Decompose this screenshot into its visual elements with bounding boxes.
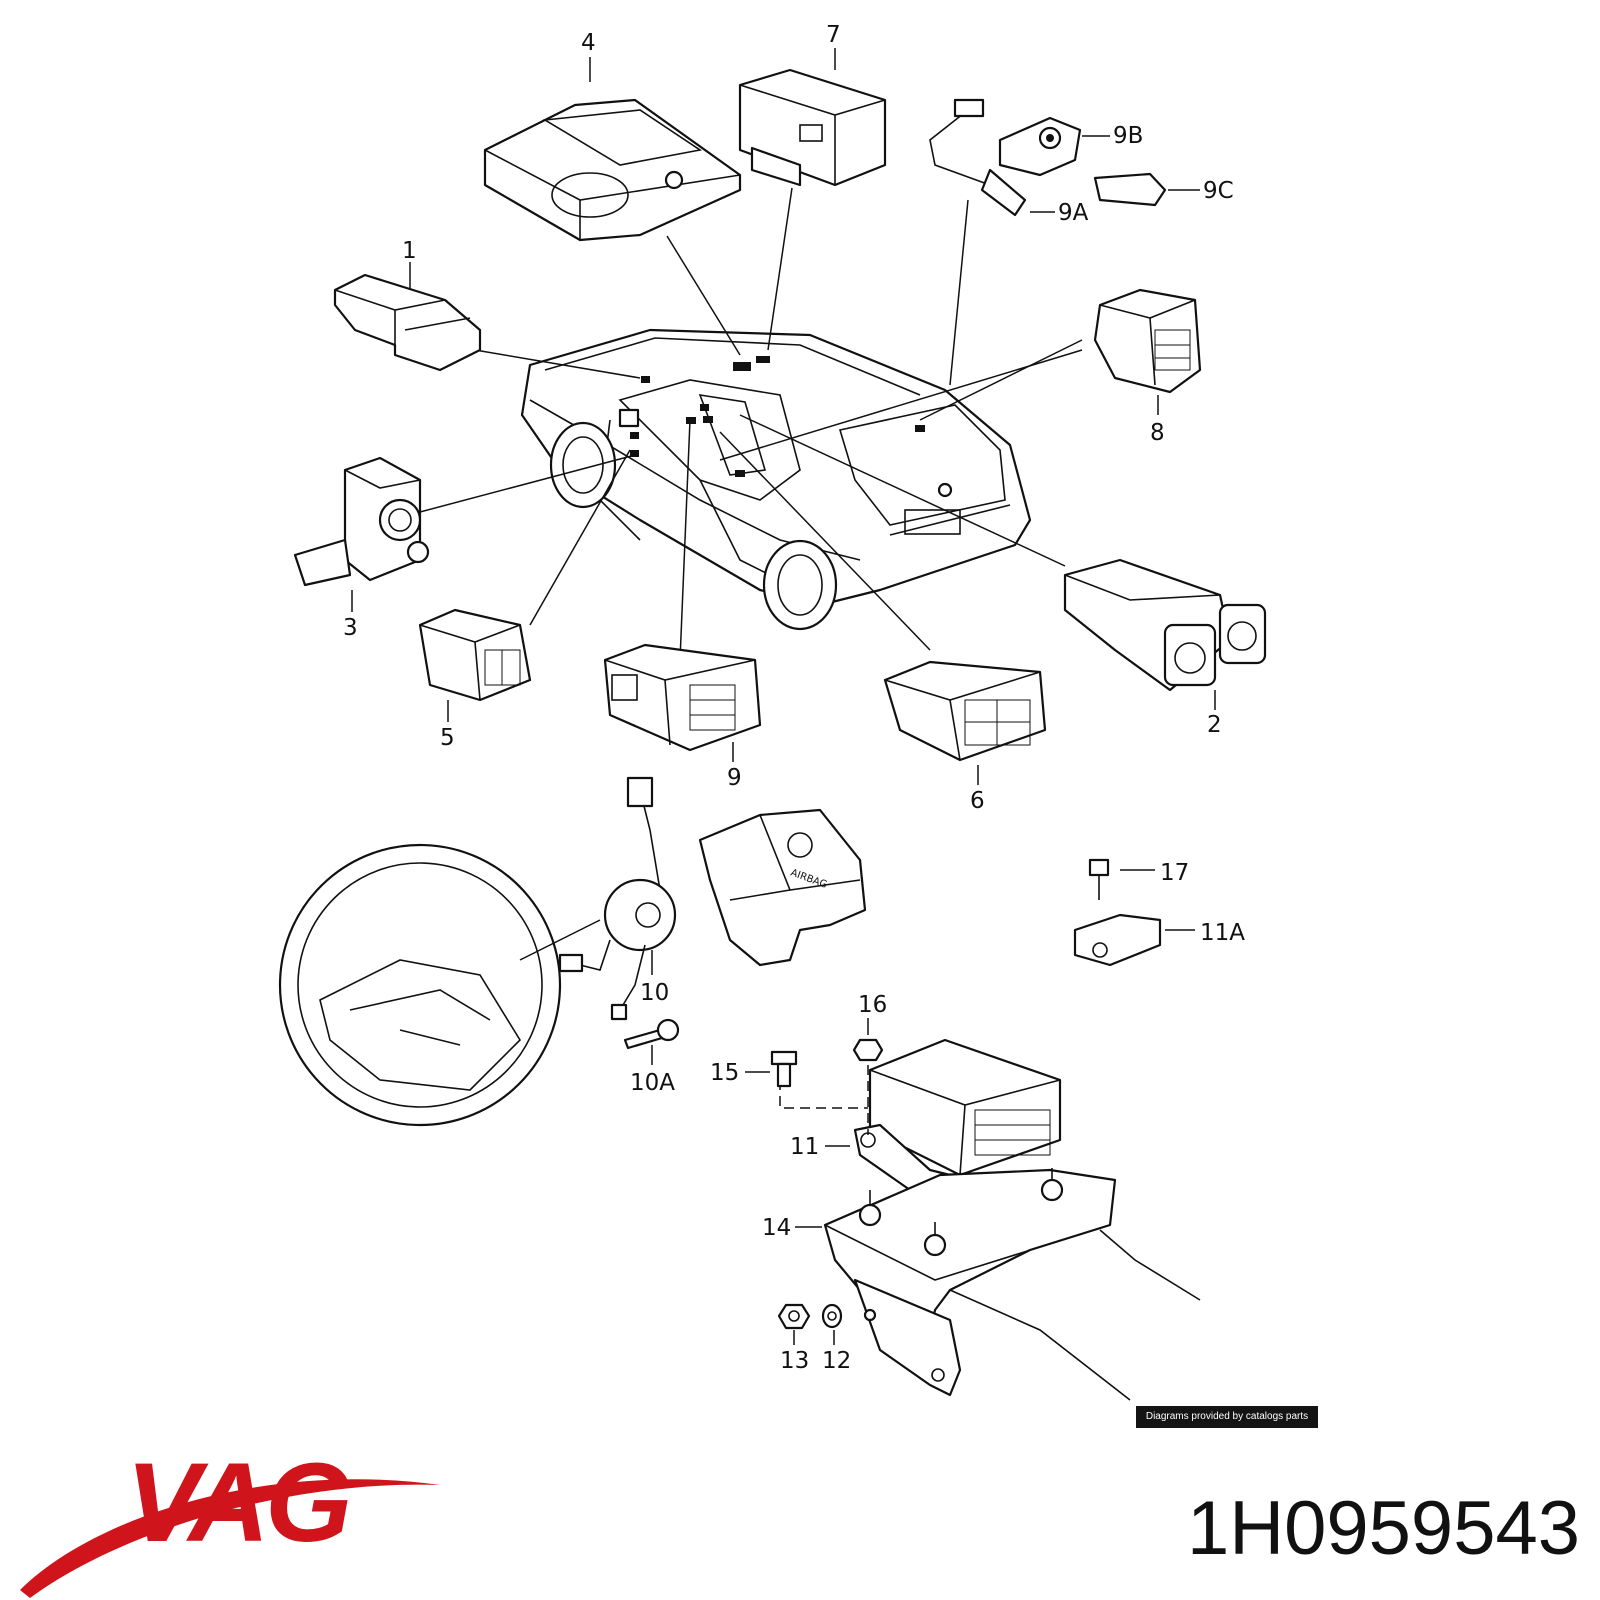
steering-wheel xyxy=(278,843,601,1127)
label-13: 13 xyxy=(780,1348,809,1374)
label-7: 7 xyxy=(826,22,841,48)
part-4-console xyxy=(483,57,742,242)
label-2: 2 xyxy=(1207,712,1222,738)
part-7-box xyxy=(738,48,887,187)
part-17-11a xyxy=(1073,858,1195,967)
part-9-connector-block xyxy=(603,643,762,762)
label-8: 8 xyxy=(1150,420,1165,446)
part-number: 1H0959543 xyxy=(1186,1486,1580,1571)
part-1-switch xyxy=(333,262,482,372)
label-9b: 9B xyxy=(1113,123,1143,149)
car-illustration xyxy=(520,328,1032,631)
part-9abc-sensor xyxy=(929,98,1200,217)
part-14-bracket xyxy=(795,1168,1201,1401)
vag-logo-swoosh xyxy=(20,1479,440,1598)
part-3-rotary-switch xyxy=(293,456,430,612)
label-9c: 9C xyxy=(1203,178,1234,204)
label-16: 16 xyxy=(858,992,887,1018)
label-14: 14 xyxy=(762,1215,791,1241)
label-1: 1 xyxy=(402,238,417,264)
vag-logo: VAG xyxy=(126,1440,352,1565)
label-5: 5 xyxy=(440,725,455,751)
label-10: 10 xyxy=(640,980,669,1006)
label-4: 4 xyxy=(581,30,596,56)
label-3: 3 xyxy=(343,615,358,641)
label-9: 9 xyxy=(727,765,742,791)
label-15: 15 xyxy=(710,1060,739,1086)
part-6-switch xyxy=(883,660,1047,785)
part-10a-screw xyxy=(623,1018,680,1065)
label-12: 12 xyxy=(822,1348,851,1374)
leader-lines xyxy=(419,187,1083,661)
credit-banner: Diagrams provided by catalogs parts xyxy=(1136,1406,1318,1428)
part-12-13-nut-washer xyxy=(777,1303,843,1345)
part-15-16-fasteners xyxy=(745,1018,884,1088)
callout-labels: 4 7 9B 9C 9A 1 8 3 5 9 6 2 17 11A 10 16 … xyxy=(343,22,1245,1374)
label-11a: 11A xyxy=(1200,920,1245,946)
part-10-clock-spring xyxy=(558,776,677,1021)
label-11: 11 xyxy=(790,1134,819,1160)
label-10a: 10A xyxy=(630,1070,675,1096)
part-5-switch xyxy=(418,608,532,722)
airbag-module: AIRBAG xyxy=(698,808,867,967)
label-6: 6 xyxy=(970,788,985,814)
label-17: 17 xyxy=(1160,860,1189,886)
part-8-connector xyxy=(1093,288,1202,415)
label-9a: 9A xyxy=(1058,200,1089,226)
part-11-control-unit xyxy=(779,1038,1062,1197)
part-2-twin-switch xyxy=(1063,558,1267,710)
